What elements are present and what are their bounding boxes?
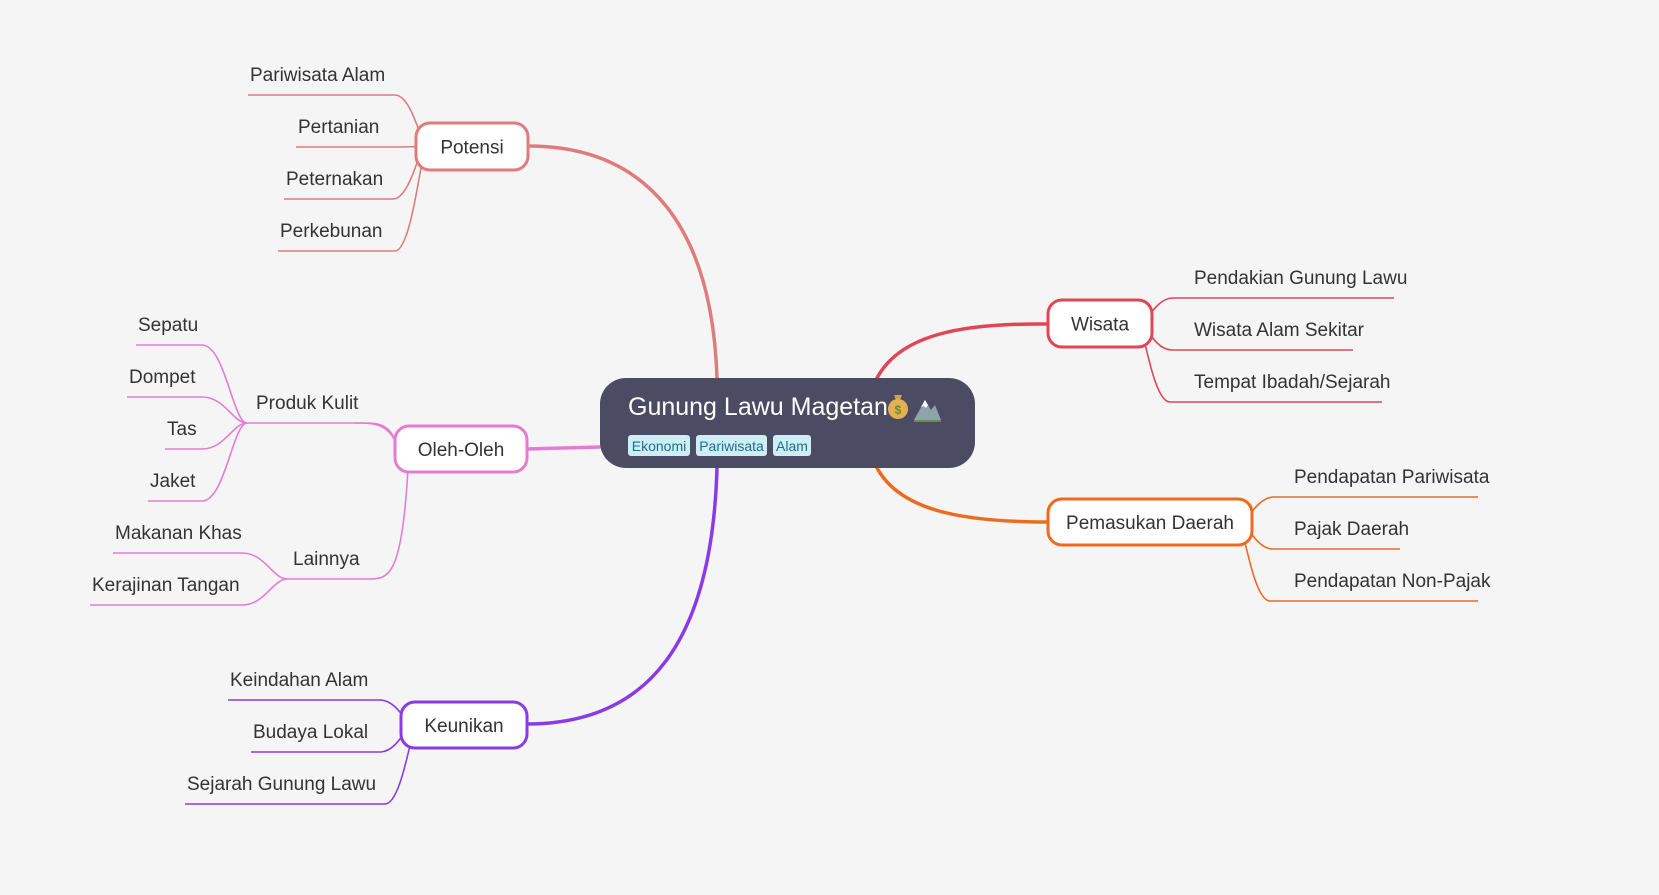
- leaf-pariwisata-alam[interactable]: Pariwisata Alam: [250, 65, 385, 86]
- branch-node-potensi[interactable]: Potensi: [414, 121, 530, 172]
- leaf-budaya-lokal[interactable]: Budaya Lokal: [253, 722, 368, 743]
- leaf-pertanian[interactable]: Pertanian: [298, 117, 379, 138]
- tag-chip: [696, 435, 767, 456]
- leaf-pendapatan-pariwisata[interactable]: Pendapatan Pariwisata: [1294, 467, 1490, 488]
- branch-node-box: [414, 121, 530, 172]
- leaf-dompet[interactable]: Dompet: [129, 367, 196, 388]
- branch-node-wisata[interactable]: Wisata: [1046, 298, 1154, 349]
- tag-pariwisata[interactable]: Pariwisata: [696, 435, 767, 456]
- sub-link-produk-kulit: [354, 422, 400, 450]
- root-node-box: [600, 378, 975, 468]
- leaf-line-makanan-khas: [113, 552, 288, 580]
- leaf-pendakian-gunung-lawu[interactable]: Pendakian Gunung Lawu: [1194, 268, 1407, 289]
- root-title: Gunung Lawu Magetan: [628, 393, 888, 421]
- branch-node-label: Potensi: [440, 138, 503, 159]
- tag-label: Alam: [776, 438, 808, 454]
- leaf-line-tas: [165, 422, 248, 450]
- leaf-line-sepatu: [136, 344, 248, 424]
- leaf-wisata-alam-sekitar[interactable]: Wisata Alam Sekitar: [1194, 320, 1365, 341]
- tag-alam[interactable]: Alam: [773, 435, 811, 456]
- svg-text:$: $: [895, 403, 902, 417]
- leaf-pendapatan-non-pajak[interactable]: Pendapatan Non-Pajak: [1294, 571, 1491, 592]
- leaf-makanan-khas[interactable]: Makanan Khas: [115, 523, 242, 544]
- leaf-kerajinan-tangan[interactable]: Kerajinan Tangan: [92, 575, 240, 596]
- leaf-sepatu[interactable]: Sepatu: [138, 315, 198, 336]
- branch-node-box: [399, 700, 529, 750]
- sub-line-lainnya: [285, 467, 409, 580]
- leaf-jaket[interactable]: Jaket: [150, 471, 196, 492]
- leaf-line-jaket: [148, 422, 248, 502]
- branch-node-box: [1046, 298, 1154, 349]
- leaf-line-pertanian: [296, 145, 425, 148]
- tag-chip: [773, 435, 811, 456]
- leaf-keindahan-alam[interactable]: Keindahan Alam: [230, 670, 368, 691]
- leaf-line-dompet: [127, 396, 248, 424]
- leaf-pajak-daerah[interactable]: Pajak Daerah: [1294, 519, 1409, 540]
- branch-node-oleh-oleh[interactable]: Oleh-Oleh: [393, 424, 529, 474]
- money-bag-icon: $: [888, 395, 908, 419]
- leaf-perkebunan[interactable]: Perkebunan: [280, 221, 382, 242]
- tag-label: Ekonomi: [632, 438, 686, 454]
- branch-node-box: [1046, 497, 1254, 547]
- connector-wisata: [875, 322, 1050, 380]
- tag-chip: [628, 435, 690, 456]
- sub-line-produk-kulit: [245, 422, 403, 469]
- sub-lainnya[interactable]: Lainnya: [293, 549, 360, 570]
- tag-label: Pariwisata: [699, 438, 764, 454]
- connector-pemasukan-daerah: [875, 466, 1050, 524]
- branch-node-label: Wisata: [1071, 315, 1130, 336]
- branch-node-label: Pemasukan Daerah: [1066, 513, 1234, 534]
- branch-node-pemasukan-daerah[interactable]: Pemasukan Daerah: [1046, 497, 1254, 547]
- sub-produk-kulit[interactable]: Produk Kulit: [256, 393, 359, 414]
- tag-ekonomi[interactable]: Ekonomi: [628, 435, 690, 456]
- mountain-icon: [914, 400, 941, 422]
- connector-keunikan: [525, 466, 719, 726]
- branch-node-label: Oleh-Oleh: [418, 440, 505, 461]
- root-node[interactable]: Gunung Lawu Magetan $ Ekonomi Pariwisata Ala…: [600, 378, 975, 468]
- connector-potensi: [526, 144, 719, 380]
- branch-node-label: Keunikan: [424, 716, 503, 737]
- leaf-sejarah-gunung-lawu[interactable]: Sejarah Gunung Lawu: [187, 774, 376, 795]
- branch-node-box: [393, 424, 529, 474]
- leaf-peternakan[interactable]: Peternakan: [286, 169, 383, 190]
- leaf-line-kerajinan-tangan: [90, 578, 288, 606]
- branch-node-keunikan[interactable]: Keunikan: [399, 700, 529, 750]
- leaf-tas[interactable]: Tas: [167, 419, 197, 440]
- connector-oleh-oleh: [525, 445, 602, 451]
- leaf-tempat-ibadah-sejarah[interactable]: Tempat Ibadah/Sejarah: [1194, 372, 1390, 393]
